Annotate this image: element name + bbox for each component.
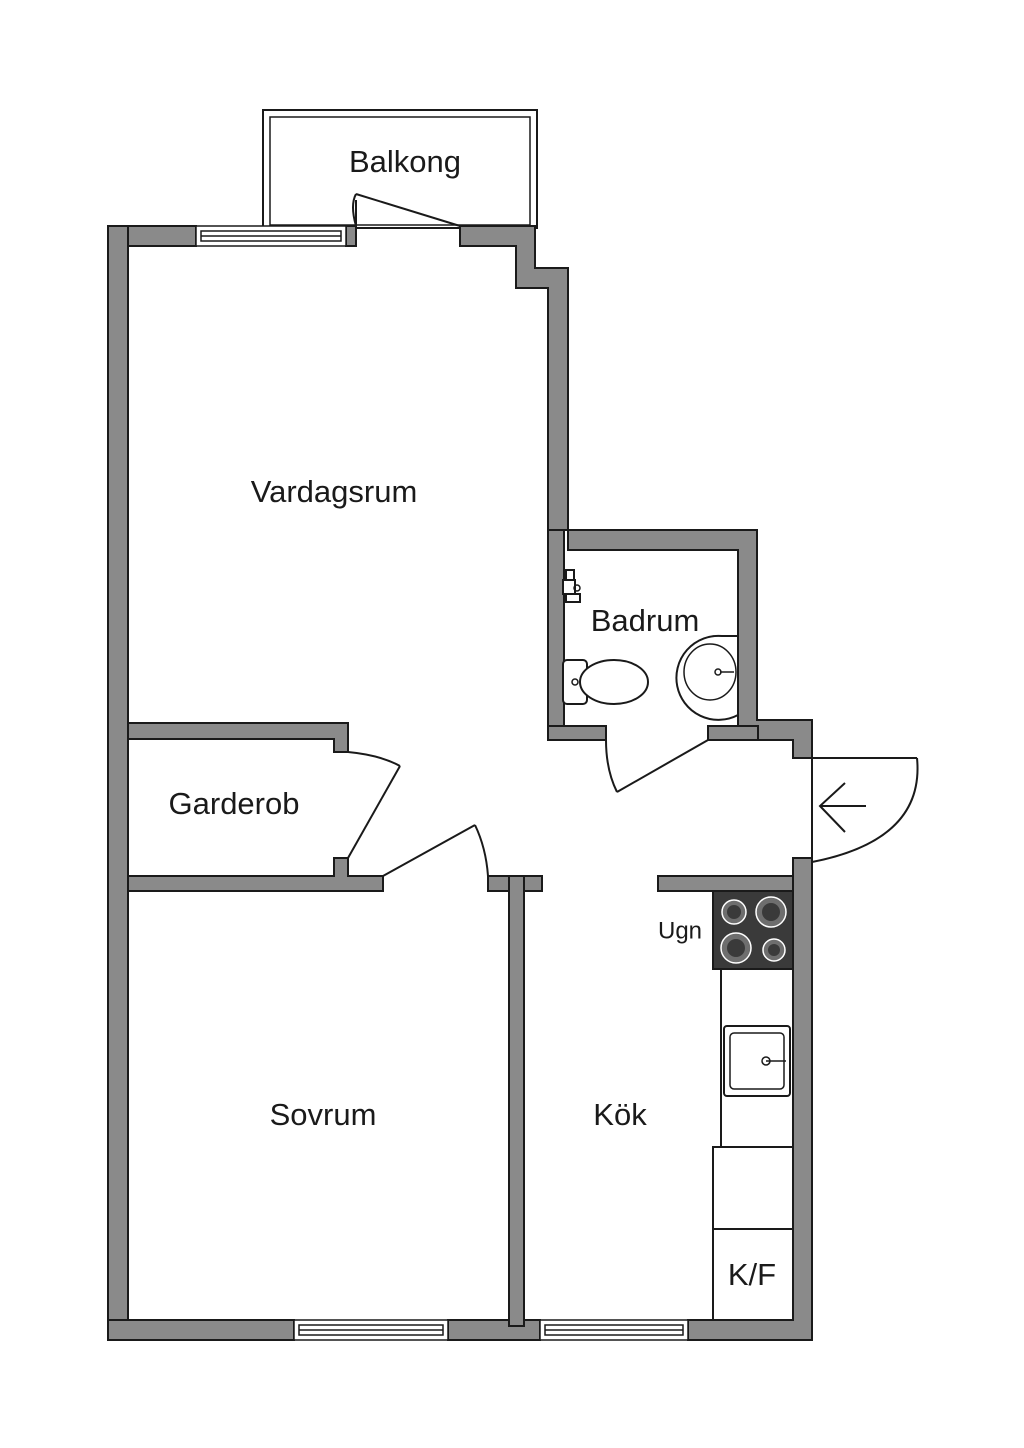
door-bedroom bbox=[382, 824, 489, 877]
wardrobe-label: Garderob bbox=[169, 786, 300, 821]
balcony-label: Balkong bbox=[349, 144, 461, 179]
fridge-freezer-label: K/F bbox=[728, 1257, 776, 1292]
door-balcony bbox=[352, 193, 461, 227]
stove-icon bbox=[712, 890, 794, 970]
doors bbox=[347, 193, 919, 877]
shower-icon bbox=[562, 569, 581, 603]
interior-walls bbox=[127, 722, 794, 1327]
window-bedroom bbox=[293, 1319, 449, 1341]
fridge-freezer bbox=[712, 1228, 794, 1321]
door-bathroom bbox=[605, 739, 709, 793]
exterior-walls bbox=[107, 225, 813, 1341]
entrance-arrow-icon bbox=[818, 782, 866, 833]
bathroom-fixtures bbox=[562, 569, 739, 721]
window-living-room bbox=[195, 225, 347, 247]
living-room-label: Vardagsrum bbox=[251, 474, 418, 509]
door-wardrobe bbox=[347, 751, 401, 859]
door-entrance bbox=[811, 757, 919, 863]
windows bbox=[195, 225, 689, 1341]
toilet-icon bbox=[562, 659, 649, 705]
kitchen-fixtures bbox=[712, 890, 794, 1321]
kitchen-sink-icon bbox=[723, 1025, 791, 1097]
oven-label: Ugn bbox=[658, 917, 702, 944]
cabinet bbox=[712, 1146, 794, 1230]
sink-icon bbox=[675, 634, 739, 721]
bedroom-label: Sovrum bbox=[270, 1097, 377, 1132]
balcony bbox=[262, 109, 538, 229]
bathroom-label: Badrum bbox=[591, 603, 700, 638]
kitchen-label: Kök bbox=[593, 1097, 647, 1132]
window-kitchen bbox=[539, 1319, 689, 1341]
